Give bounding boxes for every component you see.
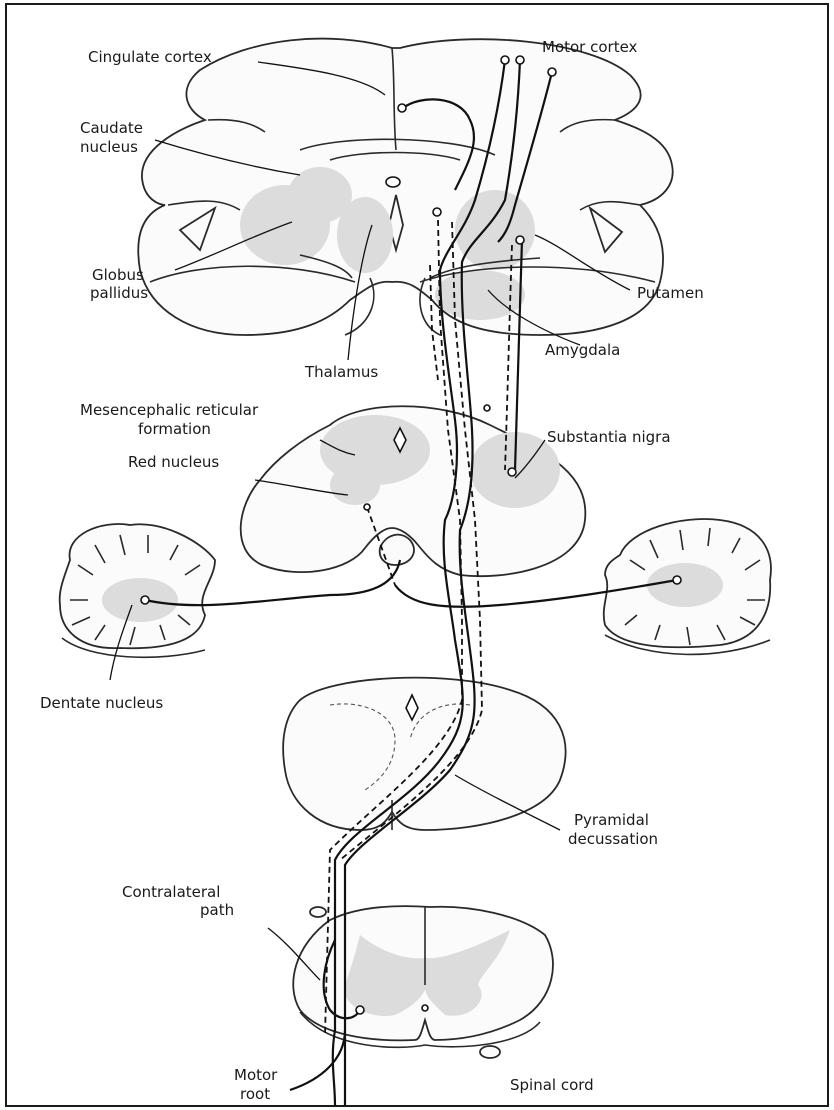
dentate-nucleus-shade — [102, 578, 178, 622]
leader-amygdala — [487, 289, 581, 346]
label-contralateral-2: path — [200, 901, 234, 919]
interpeduncular-fossa — [378, 533, 415, 566]
reticular-cell — [483, 404, 491, 412]
medulla-outline — [282, 676, 567, 831]
label-caudate-1: Caudate — [80, 119, 143, 137]
corpus-callosum — [299, 138, 496, 156]
label-contralateral-1: Contralateral — [122, 883, 220, 901]
label-pyramidal-2: decussation — [568, 830, 658, 848]
ventral-root-stub — [309, 906, 327, 918]
motor-root-fibre — [289, 1029, 347, 1092]
left-lateral-ventricle — [178, 205, 217, 252]
cingulate-projection — [402, 98, 475, 191]
label-mesencephalic-2: formation — [138, 420, 211, 438]
label-globus-2: pallidus — [90, 284, 148, 302]
temporal-lobe-left — [149, 265, 356, 283]
striatonigral-fibre — [513, 239, 524, 471]
leader-substantia — [514, 439, 546, 479]
nigra-cell — [507, 467, 517, 477]
spinal-motor-cell — [355, 1005, 365, 1015]
red-nucleus-cell — [363, 503, 371, 511]
label-motor-root-1: Motor — [234, 1066, 278, 1084]
corpus-callosum-inner — [329, 151, 461, 161]
cerebellum-right — [602, 518, 772, 656]
label-caudate-2: nucleus — [80, 138, 138, 156]
central-canal-medulla — [405, 693, 419, 722]
label-spinal-cord: Spinal cord — [510, 1076, 594, 1094]
dentatorubral-tract-right — [394, 578, 678, 608]
amygdala-shade — [435, 270, 525, 320]
cortical-fibre-c — [497, 71, 554, 243]
extrapyramidal-dashed-3 — [429, 264, 439, 381]
dentate-cell-left — [140, 595, 150, 605]
spinal-grey-matter — [344, 930, 510, 1016]
leader-pyramidal — [454, 774, 561, 831]
dentate-cell-right — [672, 575, 682, 585]
leader-red-nucleus — [254, 479, 349, 496]
spinal-base — [299, 1011, 541, 1049]
leader-globus — [174, 221, 293, 271]
leader-cingulate — [257, 61, 386, 96]
temporal-base-right — [419, 277, 441, 336]
central-canal-spinal — [421, 1004, 429, 1012]
fornix — [385, 176, 401, 188]
putamen-cell — [515, 235, 525, 245]
putamen-shade — [455, 190, 535, 270]
rubral-dashed — [366, 506, 396, 586]
label-amygdala: Amygdala — [545, 341, 620, 359]
dorsal-root-stub — [479, 1045, 501, 1059]
motor-cell-2 — [515, 55, 525, 65]
caudate-cell — [432, 207, 442, 217]
extrapyramidal-dashed-2 — [339, 221, 483, 861]
labels: Cingulate cortex Motor cortex Caudate nu… — [40, 38, 704, 1103]
cerebellum-left-base — [61, 637, 206, 659]
dentatorubral-tract-left — [144, 559, 402, 607]
label-putamen: Putamen — [637, 284, 704, 302]
midbrain-section — [239, 405, 587, 578]
leader-caudate — [154, 139, 301, 176]
thalamus-shade — [337, 197, 393, 273]
cerebellum-right-folia — [624, 527, 765, 646]
leader-lines — [109, 61, 631, 981]
extrapyramidal-dashed-1 — [324, 219, 463, 1036]
leader-putamen — [534, 234, 631, 291]
motor-cell-3 — [547, 67, 557, 77]
leader-contralateral — [267, 927, 321, 981]
temporal-lobe-right — [419, 266, 656, 283]
label-globus-1: Globus — [92, 266, 144, 284]
right-lateral-ventricle — [588, 205, 624, 254]
label-substantia-nigra: Substantia nigra — [547, 428, 671, 446]
motor-cell-1 — [500, 55, 510, 65]
gyrus-fold-2 — [167, 200, 241, 211]
gyrus-fold-4 — [579, 200, 641, 211]
label-red-nucleus: Red nucleus — [128, 453, 219, 471]
pathways — [140, 55, 682, 1107]
label-cingulate-cortex: Cingulate cortex — [88, 48, 212, 66]
label-thalamus: Thalamus — [304, 363, 378, 381]
gyrus-fold-3 — [559, 118, 616, 133]
lateral-sulcus-left — [299, 254, 353, 279]
right-dentate-shade — [647, 563, 723, 607]
corticospinal-tract-a — [331, 59, 507, 1107]
cerebellum-right-base — [604, 634, 771, 656]
striatonigral-dashed — [504, 244, 513, 471]
leader-dentate — [109, 604, 133, 681]
leader-thalamus — [347, 224, 373, 361]
label-mesencephalic-1: Mesencephalic reticular — [80, 401, 259, 419]
gyrus-fold-1 — [207, 118, 266, 133]
cerebellum-left — [58, 523, 216, 659]
cerebellum-left-folia — [70, 534, 201, 646]
cerebral-aqueduct — [393, 426, 407, 454]
label-pyramidal-1: Pyramidal — [574, 811, 649, 829]
label-motor-cortex: Motor cortex — [542, 38, 638, 56]
contralateral-loop — [322, 939, 361, 1020]
medulla-section — [282, 676, 567, 831]
cingulate-cell — [397, 103, 407, 113]
label-dentate-nucleus: Dentate nucleus — [40, 694, 163, 712]
leader-reticular — [319, 439, 356, 456]
label-motor-root-2: root — [240, 1085, 270, 1103]
red-nucleus-shade — [330, 465, 380, 505]
